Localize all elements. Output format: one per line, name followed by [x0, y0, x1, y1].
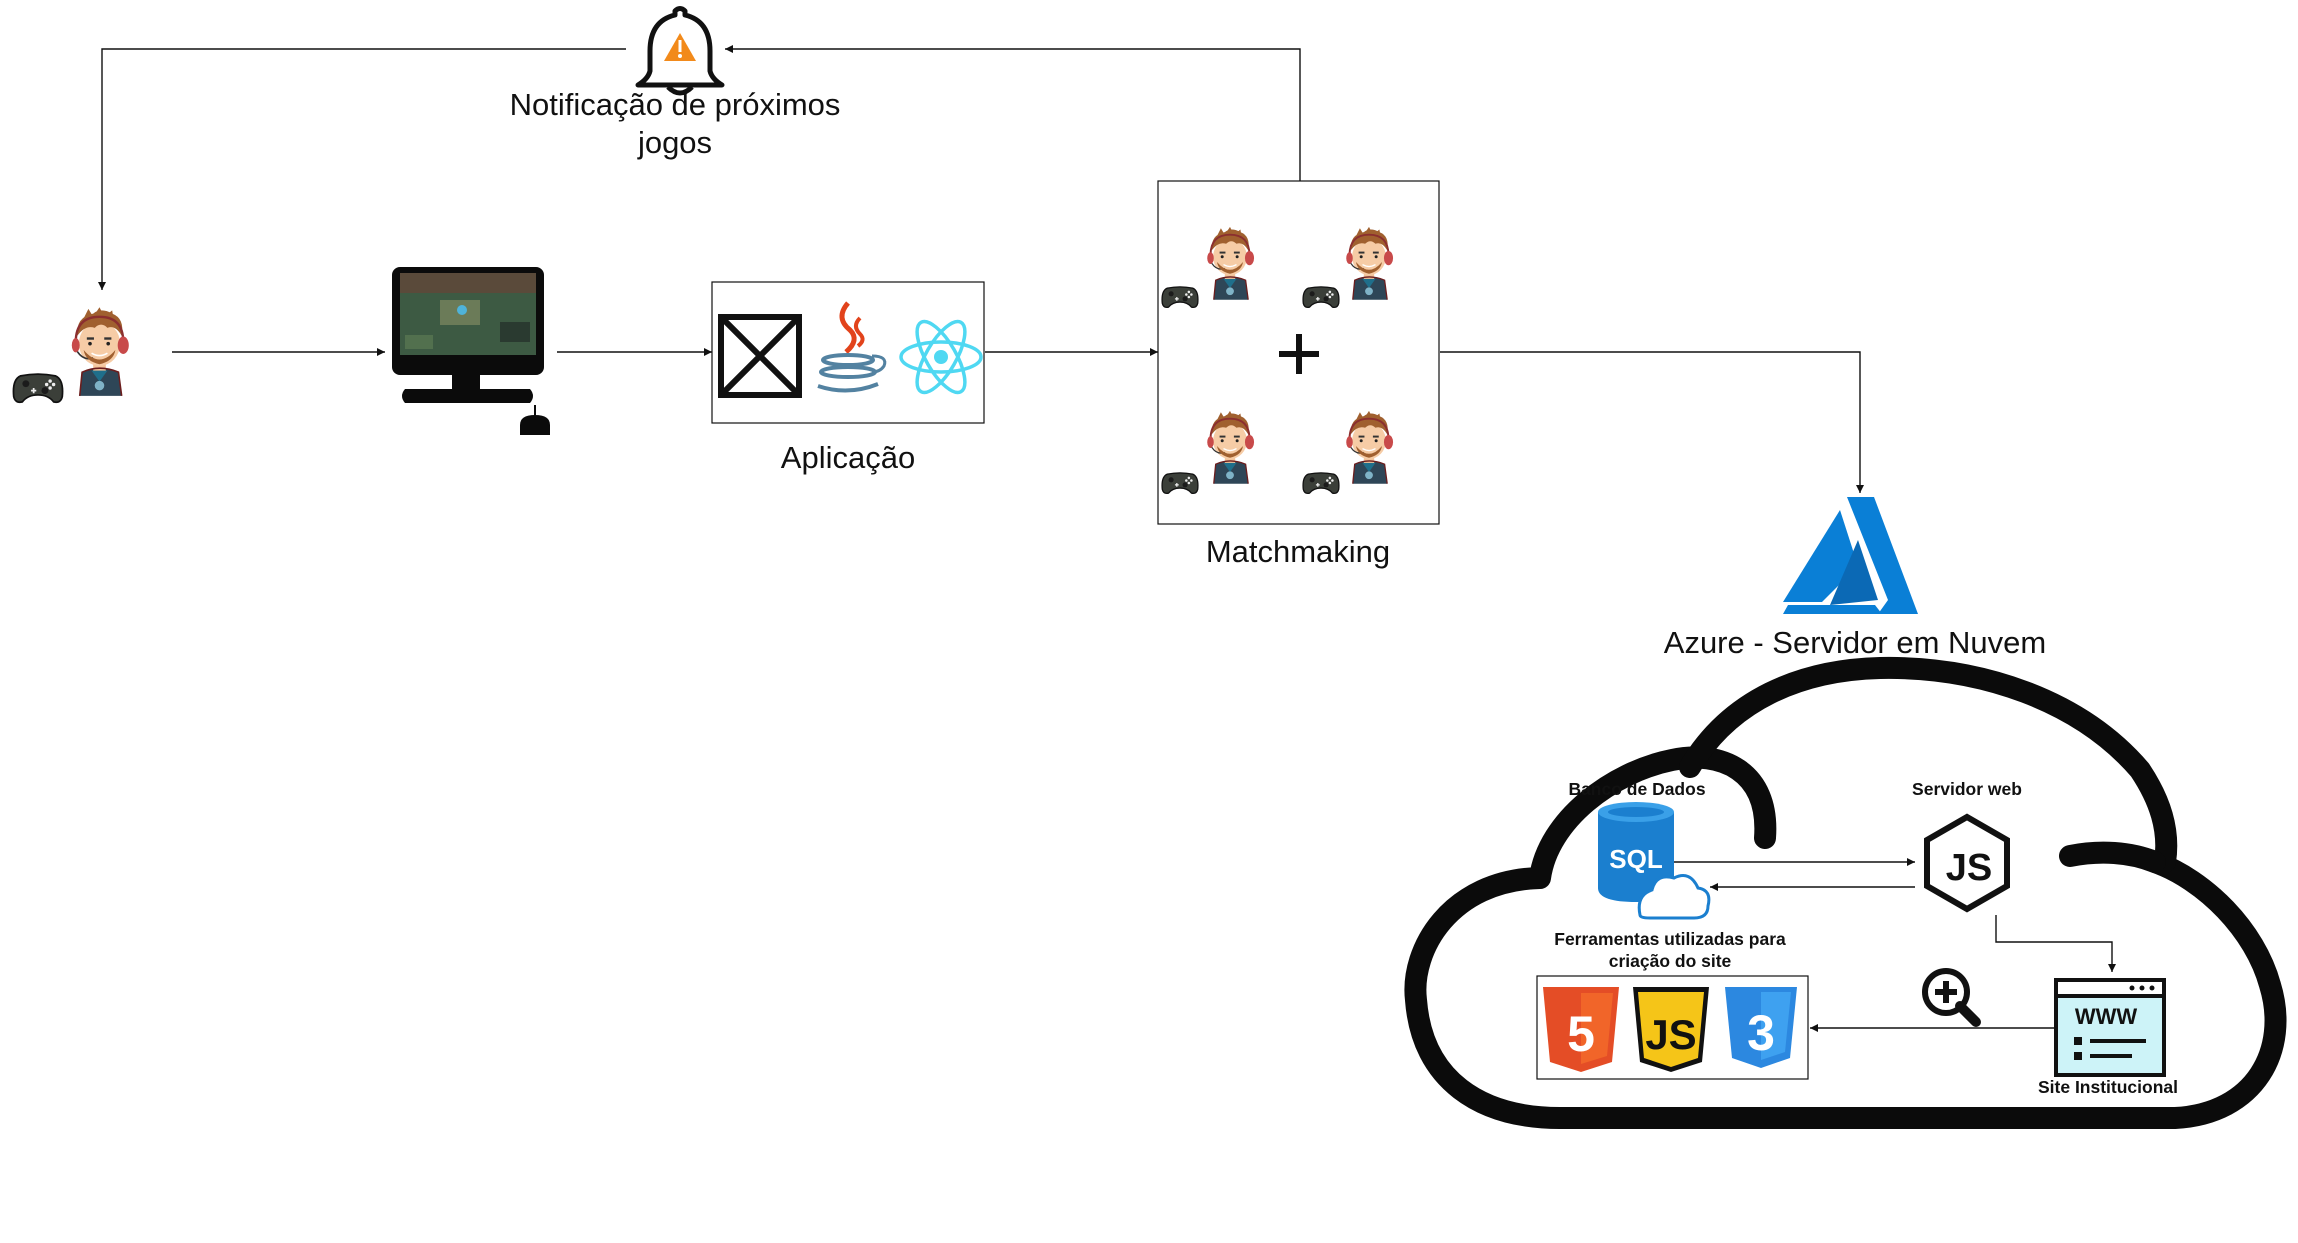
- connectors: [98, 45, 2116, 1032]
- swing-box-icon: [718, 314, 802, 398]
- plus-icon: [1279, 334, 1319, 374]
- gamer-avatar-icon: [70, 305, 131, 398]
- zoom-in-icon: [1922, 968, 1981, 1027]
- matchmaking-label: Matchmaking: [1206, 534, 1390, 569]
- notification-label-line2: jogos: [637, 125, 713, 160]
- arrow-notification-to-player: [98, 48, 626, 290]
- application-box: [711, 281, 985, 424]
- computer-icon: [392, 267, 550, 435]
- tools-label-line1: Ferramentas utilizadas para: [1554, 929, 1786, 949]
- javascript-icon: JS: [1633, 987, 1709, 1072]
- sql-database-icon: SQL: [1598, 802, 1711, 920]
- html5-text: 5: [1567, 1006, 1595, 1062]
- arrow-node-to-site: [1995, 915, 2116, 972]
- notification-label-line1: Notificação de próximos: [509, 87, 841, 122]
- java-icon: [817, 301, 887, 393]
- nodejs-text: JS: [1946, 847, 1992, 889]
- cloud-shape: [1404, 656, 2287, 1129]
- css3-text: 3: [1747, 1005, 1775, 1061]
- site-label: Site Institucional: [2038, 1077, 2178, 1097]
- bell-icon: [635, 6, 725, 96]
- player: [12, 305, 131, 404]
- www-text: WWW: [2075, 1004, 2138, 1029]
- arrow-matchmaking-to-notification: [725, 45, 1301, 181]
- nodejs-icon: JS: [1924, 813, 2010, 913]
- html5-icon: 5: [1543, 987, 1619, 1072]
- tools-box: 5 JS 3: [1536, 975, 1809, 1080]
- application-label: Aplicação: [781, 440, 915, 475]
- css3-icon: 3: [1725, 987, 1797, 1068]
- controller-icon: [12, 373, 64, 404]
- tools-label-line2: criação do site: [1608, 951, 1732, 971]
- website-icon: WWW: [2054, 978, 2166, 1077]
- arrow-matchmaking-to-azure: [1440, 351, 1864, 493]
- js-text: JS: [1645, 1011, 1696, 1058]
- react-icon: [899, 319, 983, 395]
- matchmaking-box: [1157, 180, 1440, 525]
- azure-label: Azure - Servidor em Nuvem: [1664, 625, 2046, 660]
- web-server-label: Servidor web: [1912, 779, 2022, 799]
- sql-text: SQL: [1609, 844, 1663, 874]
- database-label: Banco de Dados: [1568, 779, 1705, 799]
- azure-icon: [1783, 497, 1918, 614]
